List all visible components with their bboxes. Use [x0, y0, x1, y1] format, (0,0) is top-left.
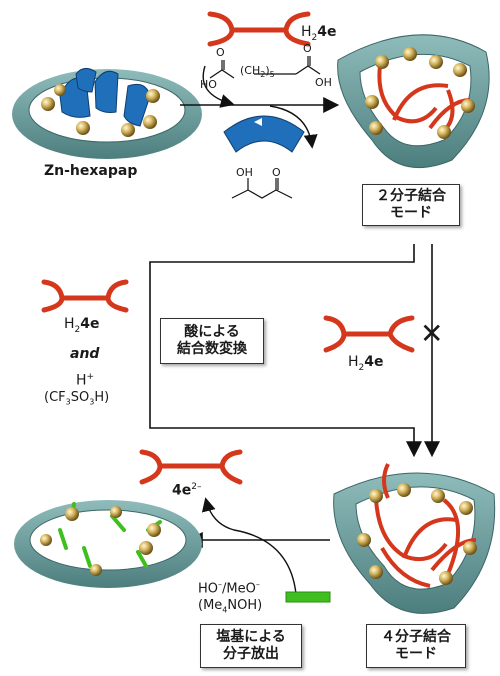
- ligand-top-label: H24e: [301, 24, 337, 43]
- arrow-acid-in: [202, 65, 235, 108]
- acac-o: O: [272, 166, 281, 179]
- green-base-bar: [285, 591, 331, 603]
- zn-hexapap-ring: [12, 68, 202, 159]
- blue-half-ring: [223, 115, 305, 153]
- acid-cf3-label: (CF3SO3H): [44, 390, 110, 407]
- arrow-elbow-acid: [149, 244, 422, 458]
- zn-atoms-4: [357, 483, 477, 585]
- two-molecule-mode-box: ２分子結合 モード: [362, 184, 460, 226]
- arrow-acac-out: [269, 105, 318, 149]
- free-ring: [14, 500, 202, 588]
- zn-atoms-free: [40, 506, 161, 576]
- zn-atoms: [41, 84, 160, 137]
- zn-hexapap-label: Zn-hexapap: [44, 163, 138, 179]
- two-molecule-complex: [337, 34, 490, 168]
- base-label: HO–/MeO–: [198, 580, 260, 597]
- dicarboxylic-acid-structure: [209, 56, 321, 79]
- ligand-out-label: 4e2–: [172, 482, 202, 499]
- acac-oh: OH: [236, 166, 253, 179]
- acid-h-label: H+: [76, 372, 95, 389]
- ligand-mid-left-label: H24e: [64, 316, 100, 335]
- acid-o2: O: [303, 42, 312, 55]
- ligand-h2-4e-right: [323, 315, 415, 353]
- four-molecule-complex: [333, 463, 496, 614]
- ligand-h2-4e-left: [41, 279, 129, 313]
- four-molecule-mode-box: ４分子結合 モード: [366, 624, 466, 668]
- and-label: and: [70, 346, 100, 362]
- base-reagent-label: (Me4NOH): [198, 598, 263, 615]
- zn-atoms-2: [365, 47, 475, 139]
- arrow-ligand-release: [201, 497, 297, 595]
- acac-structure: [231, 178, 293, 199]
- acid-oh: OH: [315, 76, 332, 89]
- acid-exchange-box: 酸による 結合数変換: [160, 318, 264, 364]
- blue-ligand-blades: [59, 68, 151, 127]
- ligand-right-label: H24e: [348, 354, 384, 373]
- ligand-4e-released: [139, 449, 243, 485]
- acid-chain: (CH2)5: [240, 64, 275, 80]
- ligand-h2-4e-top: [207, 11, 311, 47]
- base-release-box: 塩基による 分子放出: [200, 624, 302, 668]
- acid-o1: O: [216, 46, 225, 59]
- acid-ho: HO: [200, 78, 217, 91]
- cross-mark: ✕: [420, 317, 444, 350]
